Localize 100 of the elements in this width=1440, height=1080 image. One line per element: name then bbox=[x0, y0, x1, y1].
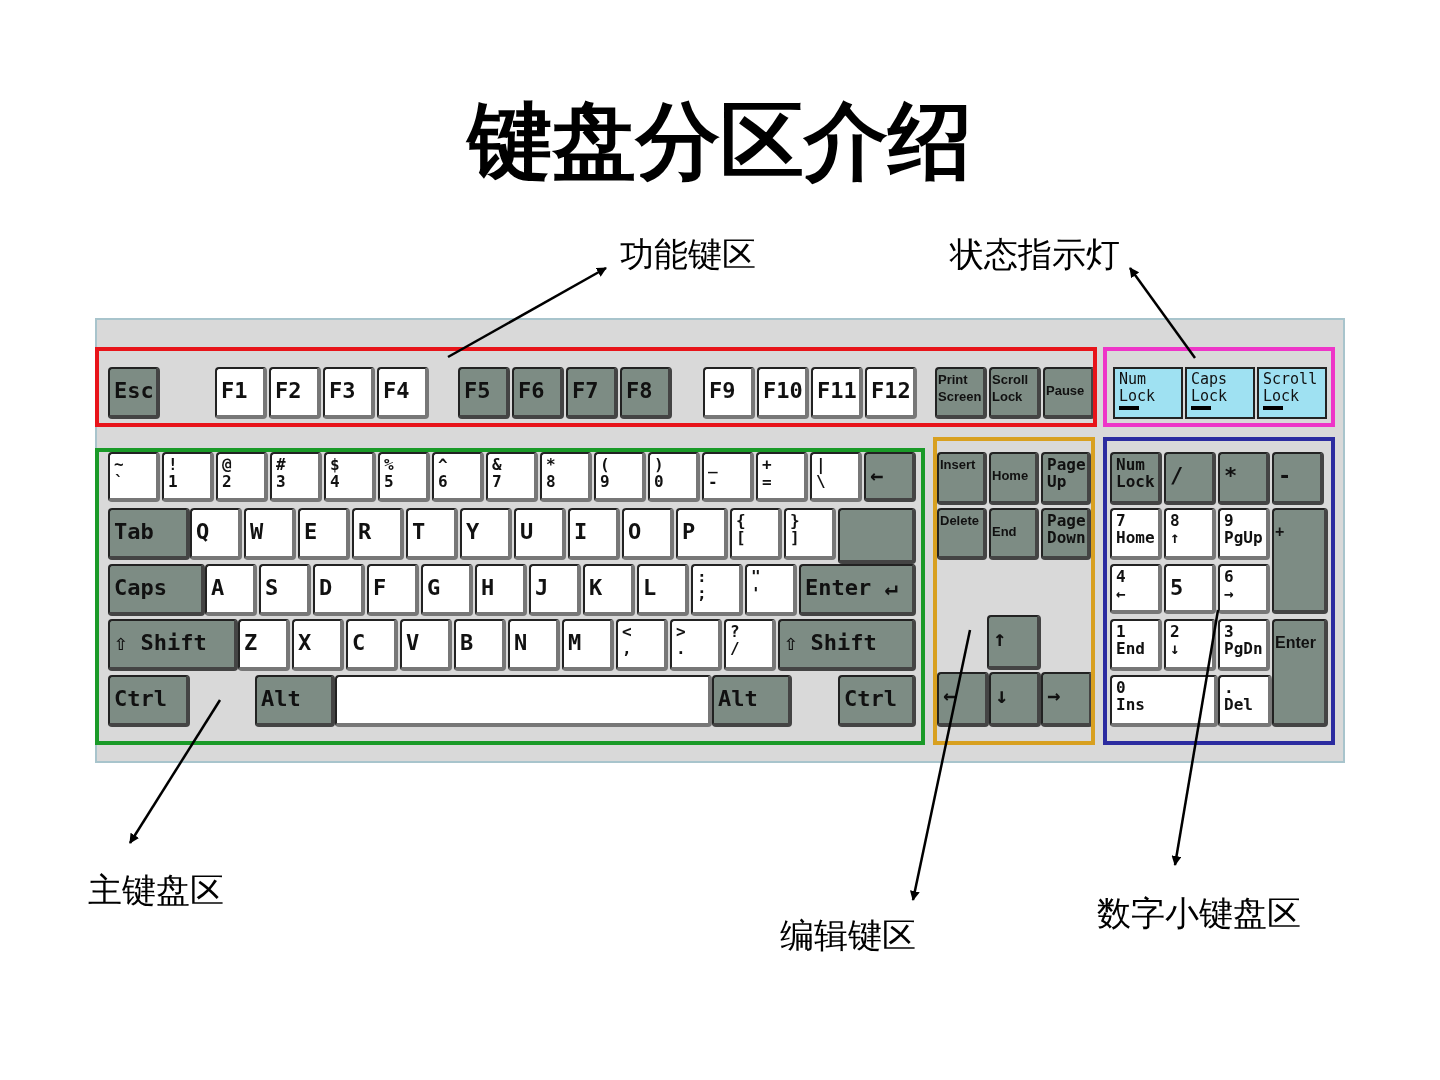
key: 6 → bbox=[1218, 564, 1270, 614]
key: U bbox=[514, 508, 566, 560]
key: Page Up bbox=[1041, 452, 1091, 505]
key: ⇧ Shift bbox=[108, 619, 238, 671]
key: F9 bbox=[703, 367, 755, 419]
key: @ 2 bbox=[216, 452, 268, 502]
key: # 3 bbox=[270, 452, 322, 502]
key: ← bbox=[864, 452, 916, 502]
region-label: 状态指示灯 bbox=[950, 232, 1120, 278]
key: B bbox=[454, 619, 506, 671]
key: 3 PgDn bbox=[1218, 619, 1270, 671]
region-outline bbox=[95, 448, 925, 745]
arrow bbox=[1171, 609, 1220, 866]
key: Delete bbox=[937, 508, 987, 560]
key: L bbox=[637, 564, 689, 616]
key: Esc bbox=[108, 367, 160, 419]
key: > . bbox=[670, 619, 722, 671]
key: Page Down bbox=[1041, 508, 1091, 560]
key: $ 4 bbox=[324, 452, 376, 502]
key: Num Lock bbox=[1110, 452, 1162, 505]
key: _ - bbox=[702, 452, 754, 502]
key: D bbox=[313, 564, 365, 616]
key: Print Screen bbox=[935, 367, 987, 419]
indicator-panel: Num Lock bbox=[1113, 367, 1183, 419]
key: J bbox=[529, 564, 581, 616]
key: 5 bbox=[1164, 564, 1216, 614]
key: F12 bbox=[865, 367, 917, 419]
region-label: 功能键区 bbox=[620, 232, 756, 278]
key: ^ 6 bbox=[432, 452, 484, 502]
key: + bbox=[1272, 508, 1328, 614]
key: 8 ↑ bbox=[1164, 508, 1216, 560]
region-outline bbox=[1103, 437, 1335, 745]
key: O bbox=[622, 508, 674, 560]
indicator-panel: Scroll Lock bbox=[1257, 367, 1327, 419]
key: ) 0 bbox=[648, 452, 700, 502]
key: T bbox=[406, 508, 458, 560]
region-outline bbox=[95, 347, 1097, 427]
key: → bbox=[1041, 672, 1093, 727]
key: R bbox=[352, 508, 404, 560]
arrow bbox=[1129, 267, 1196, 359]
key: { [ bbox=[730, 508, 782, 560]
key: F1 bbox=[215, 367, 267, 419]
key: 2 ↓ bbox=[1164, 619, 1216, 671]
key: V bbox=[400, 619, 452, 671]
key: 1 End bbox=[1110, 619, 1162, 671]
key: Ctrl bbox=[108, 675, 190, 727]
key: Enter ↵ bbox=[799, 564, 916, 616]
key: Alt bbox=[712, 675, 792, 727]
key: . Del bbox=[1218, 675, 1272, 727]
key: Caps bbox=[108, 564, 205, 616]
key: E bbox=[298, 508, 350, 560]
key: | \ bbox=[810, 452, 862, 502]
key: ~ ` bbox=[108, 452, 160, 502]
key: Insert bbox=[937, 452, 987, 505]
key: Ctrl bbox=[838, 675, 916, 727]
key: G bbox=[421, 564, 473, 616]
key: I bbox=[568, 508, 620, 560]
key: Y bbox=[460, 508, 512, 560]
key: ↑ bbox=[987, 615, 1041, 670]
key: ? / bbox=[724, 619, 776, 671]
key: * 8 bbox=[540, 452, 592, 502]
key: 4 ← bbox=[1110, 564, 1162, 614]
key: Z bbox=[238, 619, 290, 671]
key: W bbox=[244, 508, 296, 560]
key: F2 bbox=[269, 367, 321, 419]
key: } ] bbox=[784, 508, 836, 560]
key: F6 bbox=[512, 367, 564, 419]
key: F3 bbox=[323, 367, 375, 419]
key: S bbox=[259, 564, 311, 616]
key: C bbox=[346, 619, 398, 671]
key: F11 bbox=[811, 367, 863, 419]
key: " ' bbox=[745, 564, 797, 616]
key: M bbox=[562, 619, 614, 671]
key: 7 Home bbox=[1110, 508, 1162, 560]
key: + = bbox=[756, 452, 808, 502]
key: X bbox=[292, 619, 344, 671]
key: - bbox=[1272, 452, 1324, 505]
title: 键盘分区介绍 bbox=[468, 94, 972, 190]
region-outline bbox=[1103, 347, 1335, 427]
region-label: 数字小键盘区 bbox=[1097, 891, 1301, 937]
key: F5 bbox=[458, 367, 510, 419]
key: Scroll Lock bbox=[989, 367, 1041, 419]
key: / bbox=[1164, 452, 1216, 505]
key: ! 1 bbox=[162, 452, 214, 502]
key: End bbox=[989, 508, 1039, 560]
key: A bbox=[205, 564, 257, 616]
key: ⇧ Shift bbox=[778, 619, 916, 671]
key: F bbox=[367, 564, 419, 616]
arrow bbox=[128, 699, 222, 844]
key: Pause bbox=[1043, 367, 1095, 419]
key: Q bbox=[190, 508, 242, 560]
key: F4 bbox=[377, 367, 429, 419]
key: * bbox=[1218, 452, 1270, 505]
key: Enter bbox=[1272, 619, 1328, 727]
key: N bbox=[508, 619, 560, 671]
key: Home bbox=[989, 452, 1039, 505]
arrow bbox=[909, 629, 972, 901]
key: % 5 bbox=[378, 452, 430, 502]
key: 0 Ins bbox=[1110, 675, 1218, 727]
key: ↓ bbox=[989, 672, 1041, 727]
